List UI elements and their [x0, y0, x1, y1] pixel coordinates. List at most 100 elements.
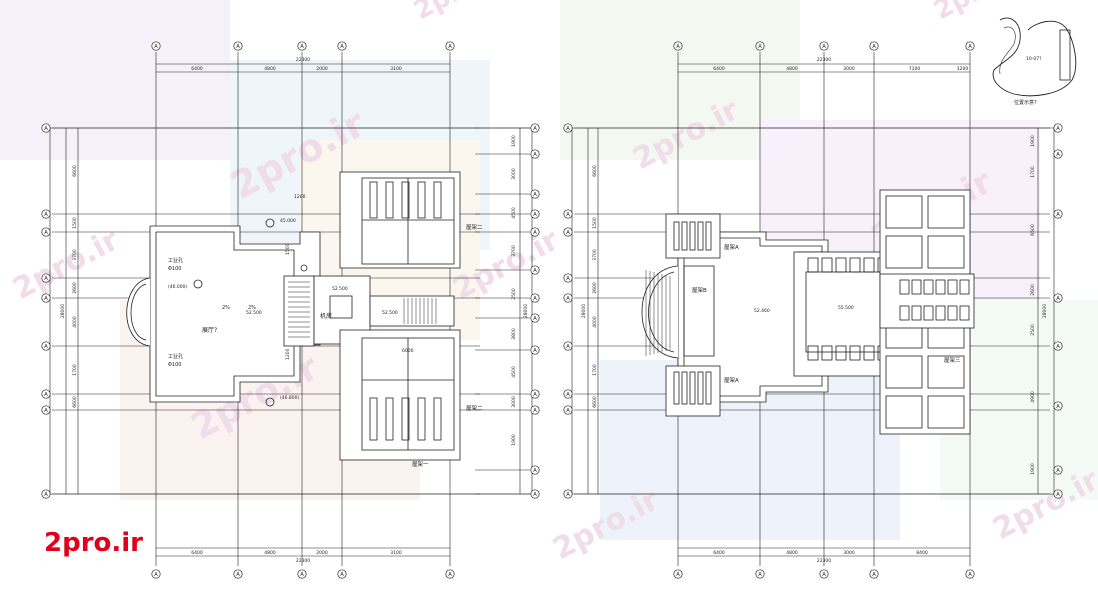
grid-bubble-right: [1053, 123, 1063, 133]
roof-slot: [697, 221, 704, 251]
shelter-slot: [369, 181, 378, 219]
label-elevation: 52.500: [246, 310, 262, 316]
dim-label: 3000: [843, 66, 855, 72]
machine-room-equipment: [329, 295, 353, 319]
grid-bubble-label: A: [872, 44, 876, 50]
label-dimension: 1200: [285, 348, 291, 360]
grid-bubble-bottom: [755, 569, 765, 579]
shelter-slot: [369, 397, 378, 441]
grid-bubble-bottom: [233, 569, 243, 579]
dim-label: 1200: [957, 66, 969, 72]
roof-bay: [641, 265, 679, 359]
grid-bubble-label: A: [1056, 468, 1060, 474]
roof-frame-b: [683, 265, 715, 357]
elevation-marker: [265, 397, 275, 407]
grid-bubble-right: [1053, 401, 1063, 411]
grid-bubble-left: [563, 341, 573, 351]
grid-bubble-right: [530, 389, 540, 399]
grid-bubble-left: [41, 389, 51, 399]
label-dimension: 1200: [294, 194, 306, 200]
shelter-slot: [417, 181, 426, 219]
roof-panel: [863, 345, 875, 361]
grid-bubble-left: [563, 405, 573, 415]
grid-bubble-right: [1053, 293, 1063, 303]
grid-bubble-label: A: [566, 276, 570, 282]
dim-label: 4800: [264, 66, 276, 72]
grid-bubble-left: [563, 209, 573, 219]
roof-panel: [947, 305, 958, 321]
dim-label: 1900: [511, 434, 517, 446]
dim-label: 6600: [72, 165, 78, 177]
label-elevation: 52.460: [754, 308, 770, 314]
dim-total: 28000: [1042, 304, 1048, 318]
dim-label: 1900: [1030, 135, 1036, 147]
grid-bubble-label: A: [533, 230, 537, 236]
dim-label: 6600: [592, 165, 598, 177]
dim-label: 3100: [390, 66, 402, 72]
shelter-slot: [433, 181, 442, 219]
shelter-bottom: [339, 329, 461, 461]
grid-bubble-label: A: [236, 44, 240, 50]
dim-label: 2600: [1030, 284, 1036, 296]
dim-label: 1500: [592, 217, 598, 229]
grid-bubble-label: A: [1056, 212, 1060, 218]
dim-total: 28000: [523, 304, 529, 318]
key-plan-caption: 位置示意?: [1014, 99, 1037, 106]
label-pipe-upper-size: Φ100: [168, 266, 181, 272]
pipe-hole: [193, 279, 203, 289]
key-plan-block: [1059, 29, 1071, 81]
grid-bubble-label: A: [1056, 404, 1060, 410]
roof-slot: [689, 221, 696, 251]
grid-bubble-bottom: [819, 569, 829, 579]
dim-total: 28000: [60, 304, 66, 318]
roof-panel: [927, 235, 965, 269]
grid-bubble-label: A: [236, 572, 240, 578]
background-tint: [0, 0, 230, 160]
grid-bubble-label: A: [872, 572, 876, 578]
grid-bubble-right: [1053, 465, 1063, 475]
grid-bubble-bottom: [445, 569, 455, 579]
dim-label: 4800: [786, 66, 798, 72]
grid-bubble-right: [530, 313, 540, 323]
roof-panel: [821, 257, 833, 273]
stair-core: [283, 275, 315, 347]
label-slope: 2%: [222, 305, 230, 311]
grid-bubble-label: A: [533, 492, 537, 498]
grid-bubble-left: [563, 227, 573, 237]
roof-panel: [959, 279, 970, 295]
roof-panel: [863, 257, 875, 273]
roof-panel: [885, 235, 923, 269]
key-plan-outline: [992, 17, 1077, 97]
roof-slot: [681, 221, 688, 251]
grid-bubble-label: A: [44, 126, 48, 132]
roof-panel: [927, 195, 965, 229]
label-roof-a: 屋架A: [724, 377, 739, 384]
dim-label: 3800: [511, 328, 517, 340]
grid-bubble-bottom: [869, 569, 879, 579]
shelter-slot: [401, 397, 410, 441]
grid-bubble-label: A: [968, 572, 972, 578]
roof-panel: [885, 195, 923, 229]
grid-bubble-label: A: [340, 44, 344, 50]
roof-panel: [959, 305, 970, 321]
roof-panel: [849, 257, 861, 273]
grid-bubble-left: [41, 227, 51, 237]
grid-bubble-left: [563, 293, 573, 303]
roof-center: [793, 251, 895, 377]
key-plan-code: 10-07?: [1026, 56, 1042, 62]
key-plan-inner: [999, 26, 1016, 75]
roof-panel: [835, 345, 847, 361]
dim-label: 4500: [511, 366, 517, 378]
site-logo-text: 2pro.ir: [44, 528, 143, 558]
grid-bubble-left: [41, 273, 51, 283]
grid-bubble-label: A: [676, 572, 680, 578]
dim-label: 1500: [72, 217, 78, 229]
label-roof-a: 屋架A: [724, 244, 739, 251]
dim-label: 4800: [786, 550, 798, 556]
grid-bubble-label: A: [566, 126, 570, 132]
grid-bubble-right: [530, 345, 540, 355]
grid-bubble-label: A: [1056, 344, 1060, 350]
grid-bubble-bottom: [297, 569, 307, 579]
roof-slot: [697, 371, 704, 405]
grid-bubble-label: A: [533, 152, 537, 158]
